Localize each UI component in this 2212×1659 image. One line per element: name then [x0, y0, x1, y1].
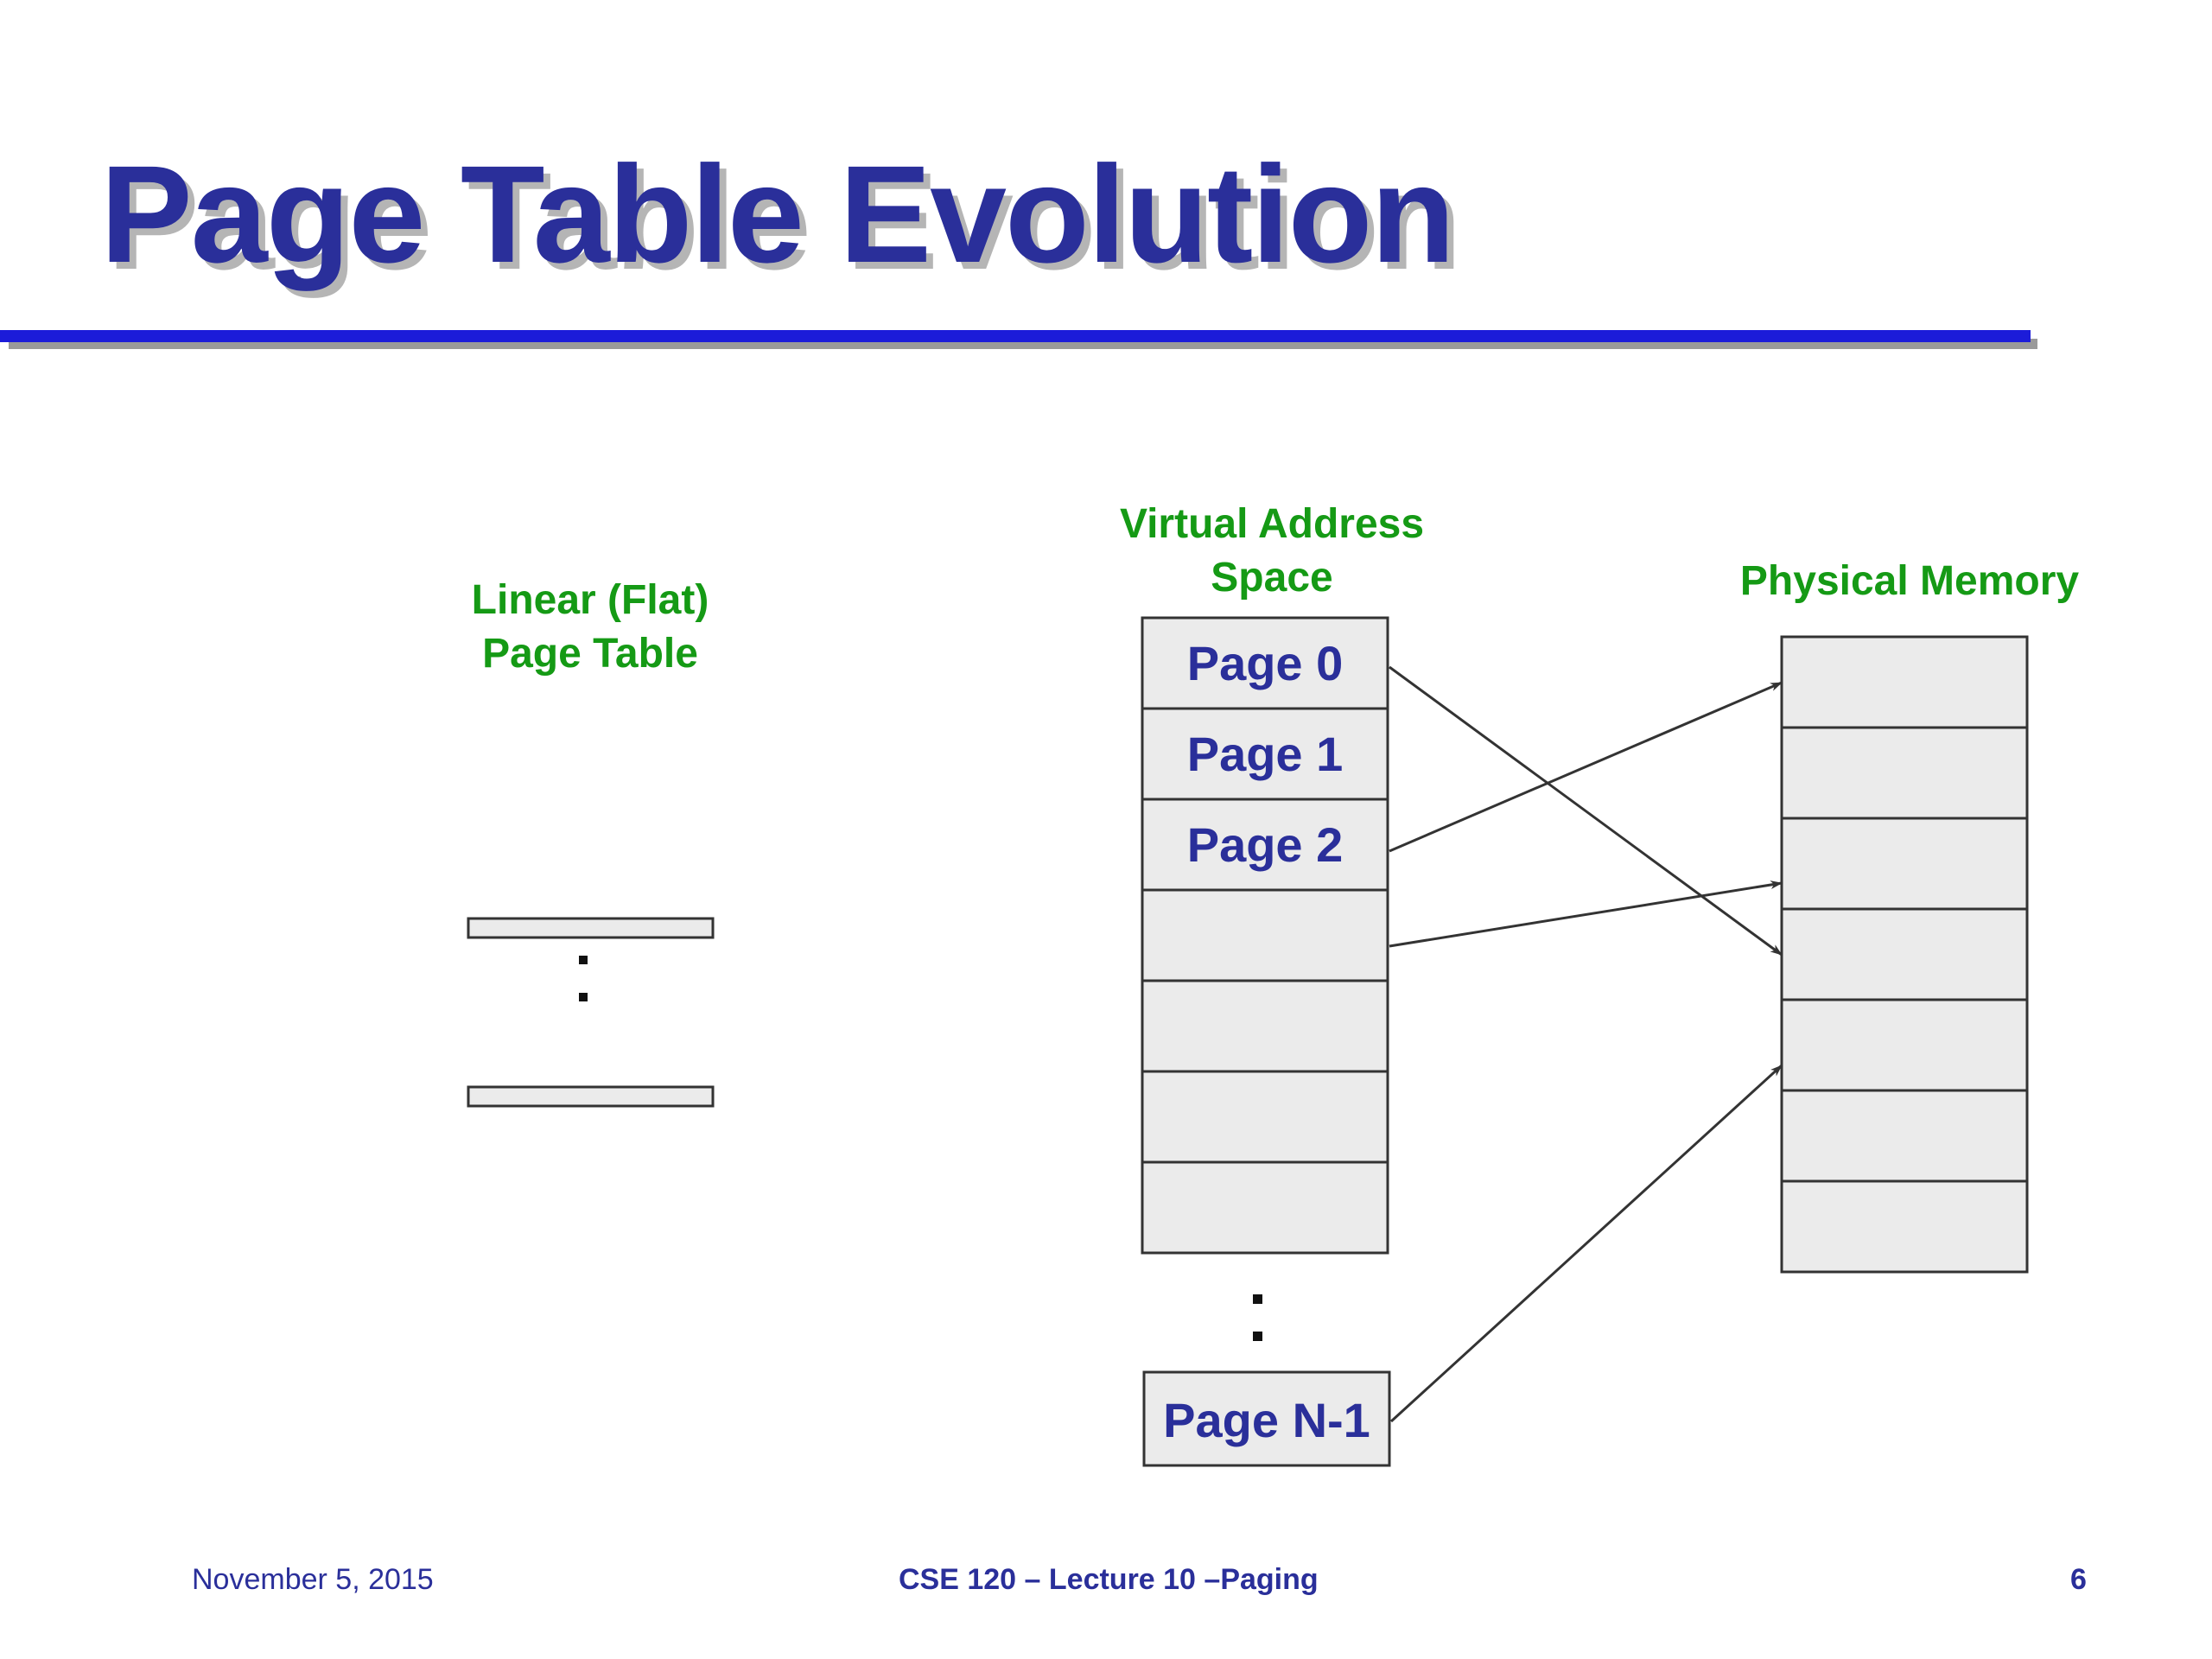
footer-course: CSE 120 – Lecture 10 –Paging	[899, 1563, 1319, 1596]
virtual-page-2	[1141, 798, 1389, 892]
virtual-page-last	[1142, 1370, 1391, 1467]
linear-label-line2: Page Table	[482, 631, 698, 677]
footer-date: November 5, 2015	[192, 1563, 434, 1596]
linear-page-table-label: Linear (Flat) Page Table	[417, 574, 763, 681]
physical-label-text: Physical Memory	[1739, 558, 2080, 604]
physical-frame-5	[1780, 1089, 2029, 1183]
virtual-dot-1	[1253, 1294, 1262, 1304]
mapping-arrow-page2	[1389, 681, 1783, 853]
virtual-page-3	[1141, 888, 1389, 982]
virtual-dot-2	[1253, 1332, 1262, 1341]
physical-frame-0	[1780, 635, 2029, 729]
linear-table-entry-top	[467, 917, 715, 939]
virtual-page-5	[1141, 1070, 1389, 1164]
physical-frame-1	[1780, 726, 2029, 820]
mapping-arrow-last-page	[1389, 1064, 1783, 1423]
virtual-page-2-label: Page 2	[1186, 817, 1344, 872]
physical-frame-4	[1780, 998, 2029, 1092]
virtual-page-0	[1141, 616, 1389, 710]
mapping-arrow-page3	[1389, 880, 1783, 948]
physical-frame-2	[1780, 817, 2029, 911]
physical-memory-label: Physical Memory	[1702, 555, 2117, 608]
linear-label-line1: Linear (Flat)	[471, 577, 709, 623]
virtual-page-0-label: Page 0	[1186, 636, 1344, 690]
virtual-address-space	[1141, 616, 1389, 1255]
virtual-address-space-label: Virtual Address Space	[1069, 498, 1475, 605]
virtual-page-last-label: Page N-1	[1163, 1393, 1370, 1447]
virtual-page-1-label: Page 1	[1186, 727, 1344, 781]
title-rule	[0, 330, 2031, 342]
virtual-label-line2: Space	[1211, 555, 1333, 601]
physical-memory	[1780, 635, 2029, 1274]
linear-table-dot-1	[579, 956, 588, 964]
linear-table-entry-bottom	[467, 1085, 715, 1108]
mapping-arrow-page0	[1389, 665, 1783, 957]
physical-frame-3	[1780, 907, 2029, 1001]
virtual-page-1	[1141, 707, 1389, 801]
linear-table-dot-2	[579, 993, 588, 1001]
footer-page-number: 6	[2070, 1563, 2087, 1596]
virtual-page-4	[1141, 979, 1389, 1073]
virtual-page-6	[1141, 1160, 1389, 1255]
physical-frame-6	[1780, 1179, 2029, 1274]
virtual-label-line1: Virtual Address	[1119, 501, 1425, 547]
slide-title: Page Table Evolution	[100, 137, 1455, 291]
